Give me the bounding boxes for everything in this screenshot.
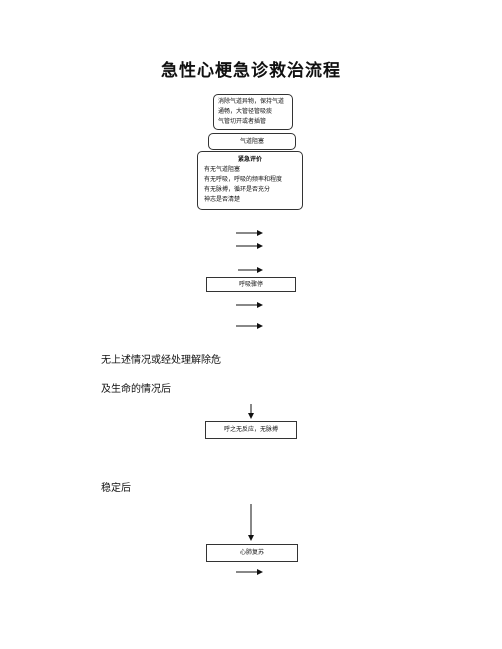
- assessment-line-2: 有无呼吸，呼吸的频率和程度: [204, 176, 283, 183]
- text-no-danger-line-1: 无上述情况或经处理解除危: [101, 355, 221, 366]
- airway-obstruction-box: 气道阻塞: [208, 133, 296, 150]
- respiratory-arrest-box: 呼吸骤停: [206, 277, 296, 292]
- text-no-danger-line-2: 及生命的情况后: [101, 384, 171, 395]
- text-stable: 稳定后: [101, 483, 131, 494]
- assessment-line-4: 神志是否清楚: [204, 196, 241, 203]
- respiratory-arrest-label: 呼吸骤停: [238, 281, 263, 288]
- cpr-label: 心肺复苏: [239, 549, 264, 556]
- unresponsive-label: 呼之无反应，无脉搏: [223, 426, 278, 433]
- unresponsive-box: 呼之无反应，无脉搏: [205, 421, 297, 439]
- assessment-heading: 紧急评价: [237, 156, 262, 163]
- page-title: 急性心梗急诊救治流程: [161, 61, 341, 81]
- airway-clearance-box: 消除气道异物，保持气道 通畅，大管径管吸痰 气管切开或者插管: [213, 94, 293, 130]
- cpr-box: 心肺复苏: [206, 544, 298, 562]
- airway-line-1: 消除气道异物，保持气道: [218, 98, 285, 105]
- assessment-line-1: 有无气道阻塞: [204, 166, 241, 173]
- airway-line-2: 通畅，大管径管吸痰: [218, 108, 273, 115]
- assessment-line-3: 有无脉搏，循环是否充分: [204, 186, 271, 193]
- emergency-assessment-box: 紧急评价 有无气道阻塞 有无呼吸，呼吸的频率和程度 有无脉搏，循环是否充分 神志…: [197, 151, 303, 210]
- airway-line-3: 气管切开或者插管: [218, 118, 267, 125]
- airway-obstruction-label: 气道阻塞: [239, 138, 264, 145]
